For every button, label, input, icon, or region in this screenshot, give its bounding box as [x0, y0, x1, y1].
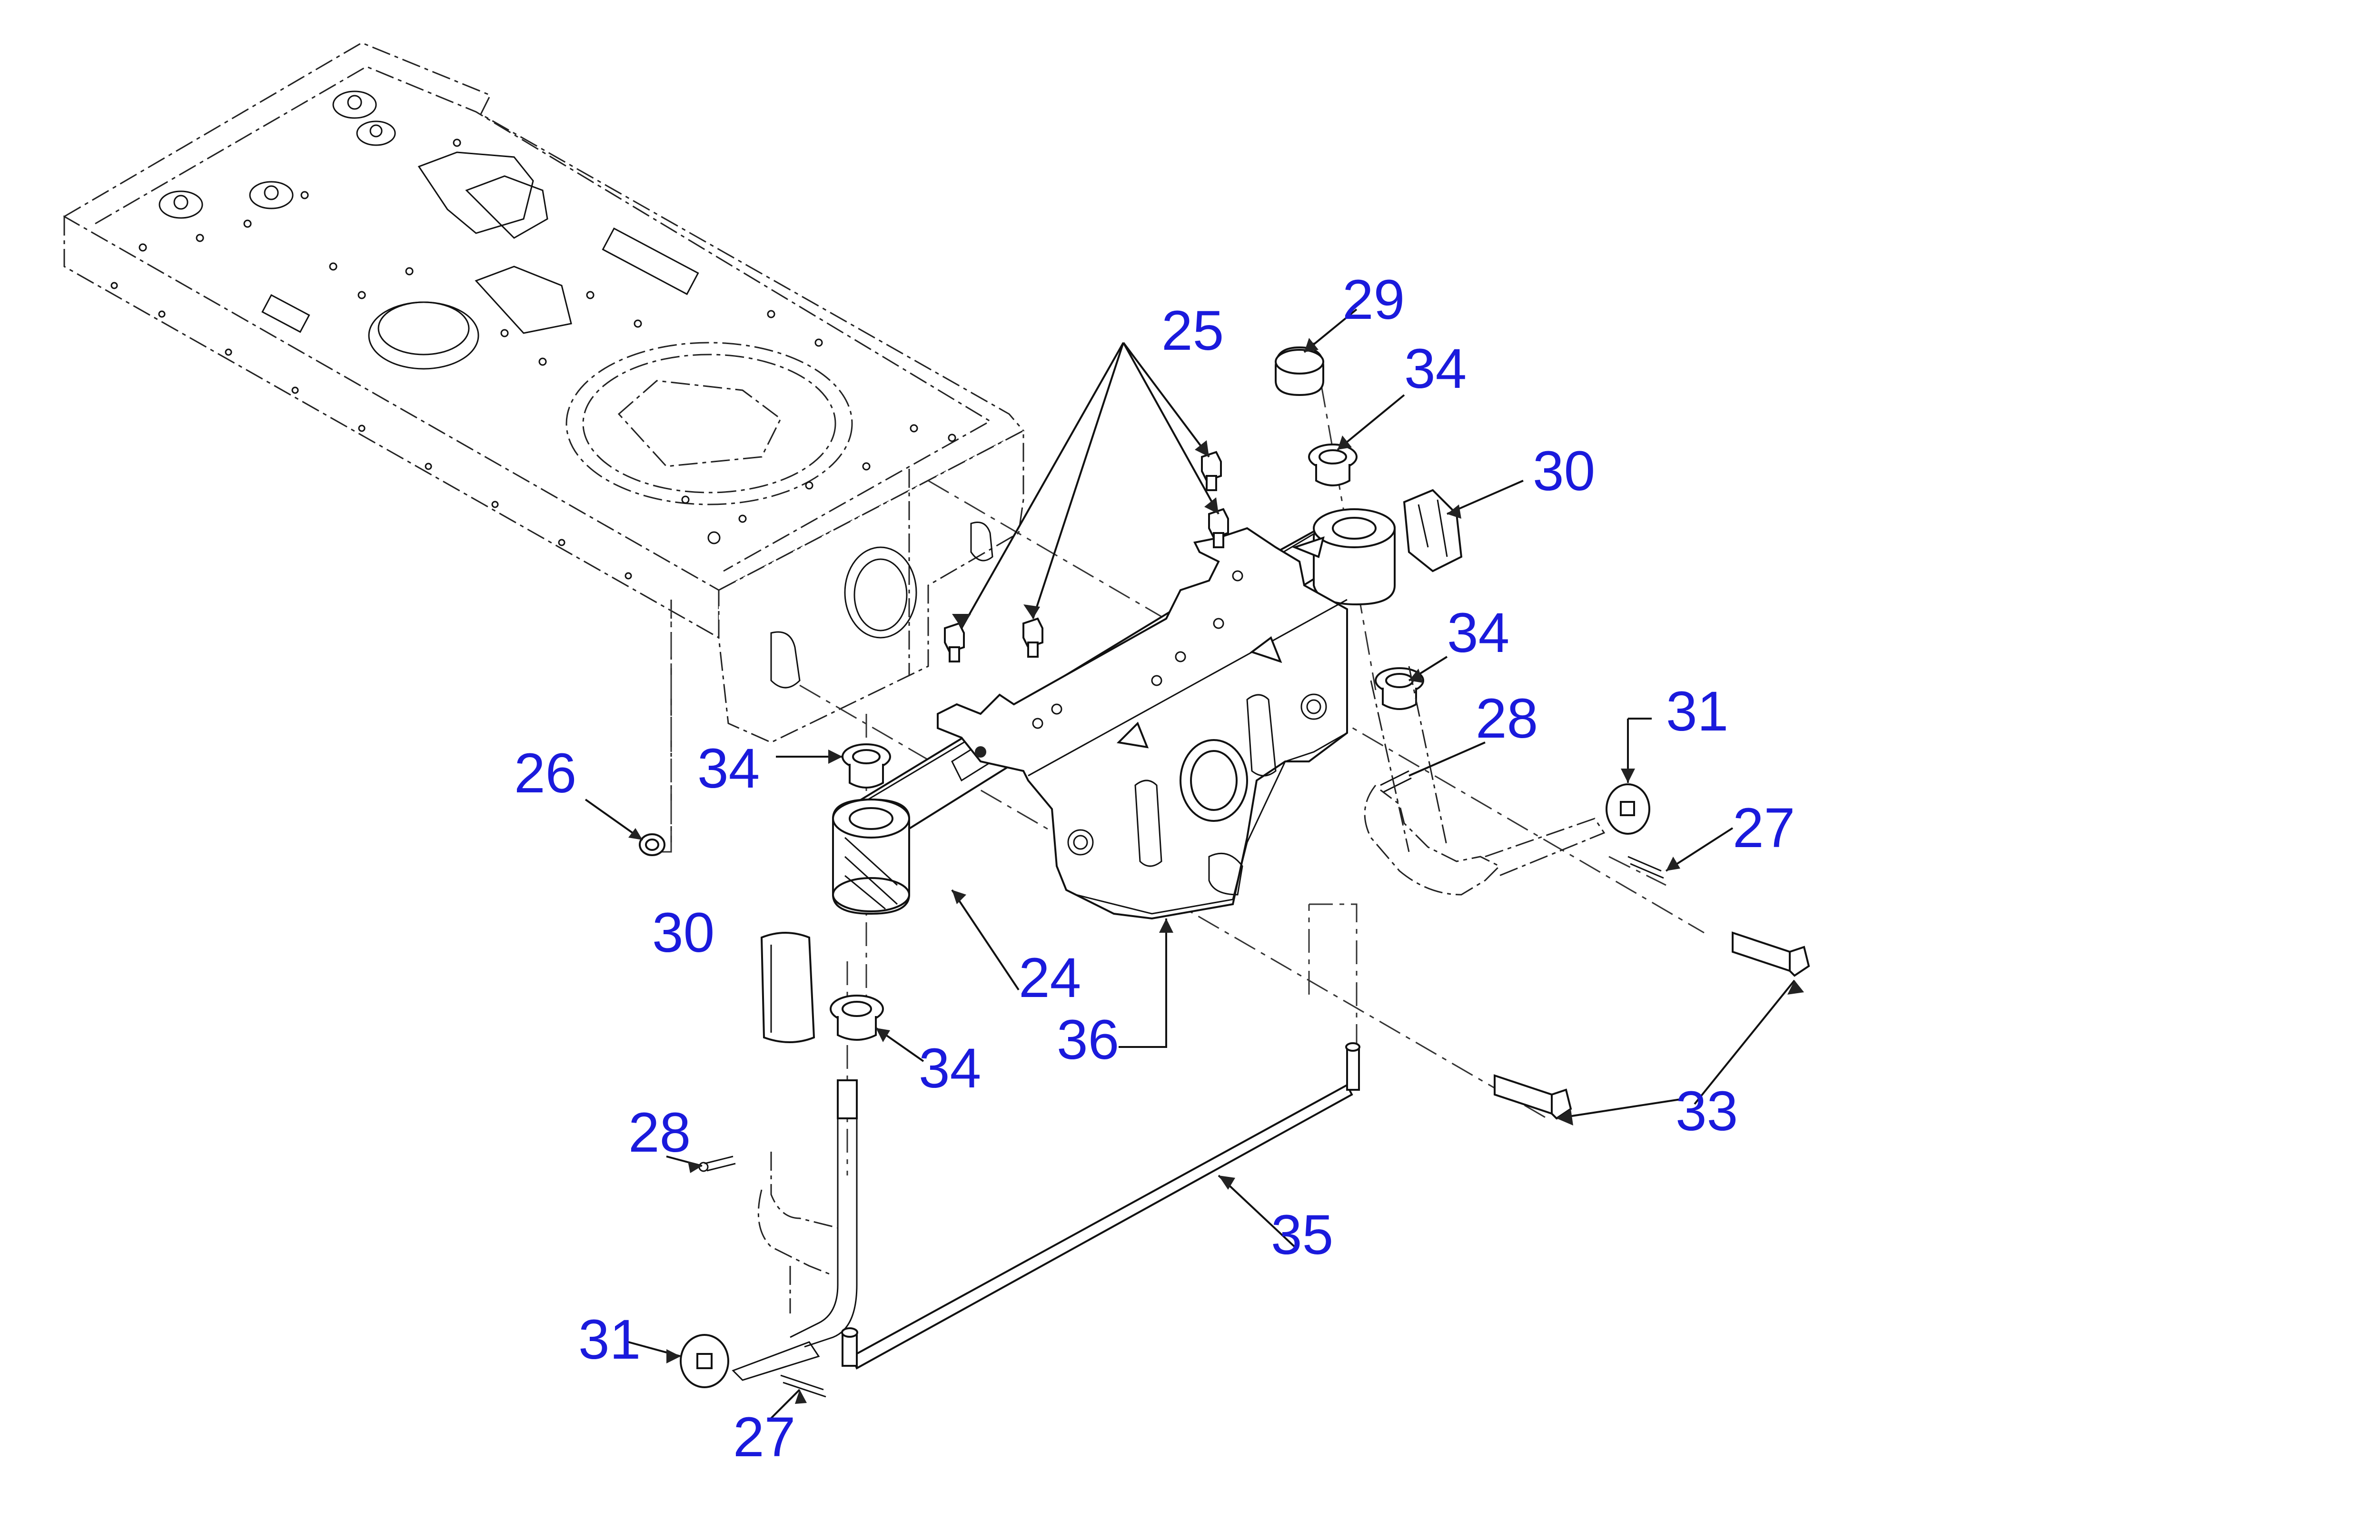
chassis-frame [63, 42, 1025, 852]
pin-right [1627, 856, 1664, 879]
callout-29: 29 [1342, 268, 1405, 331]
cotter-pin-left [698, 1155, 736, 1172]
arrowheads [628, 338, 1804, 1404]
callout-27-right: 27 [1733, 797, 1795, 859]
bushing-left-upper [842, 743, 891, 789]
callout-30-right: 30 [1533, 440, 1595, 503]
cotter-pin-right [1380, 770, 1412, 793]
callout-35: 35 [1271, 1204, 1333, 1266]
spindle-right [1364, 666, 1606, 896]
bolt-1 [944, 622, 965, 662]
washer-left [680, 1334, 729, 1388]
callout-30-left: 30 [652, 901, 714, 964]
callout-31-right: 31 [1666, 680, 1728, 743]
callout-33: 33 [1676, 1080, 1738, 1143]
bolt-4 [1208, 508, 1229, 548]
callout-36: 36 [1057, 1008, 1119, 1071]
tie-rod [841, 1042, 1360, 1370]
king-bolt-left [1494, 1074, 1572, 1120]
king-bolt-right [1732, 931, 1810, 977]
callout-28-right: 28 [1476, 687, 1538, 750]
callout-25: 25 [1161, 299, 1224, 362]
callout-labels: 25 29 34 30 34 28 31 27 26 34 30 24 36 3… [514, 268, 1795, 1469]
bolts [944, 451, 1229, 662]
callout-34-upper: 34 [1404, 337, 1467, 400]
callout-34-left-upper: 34 [697, 737, 760, 800]
sleeve-right [1403, 489, 1463, 573]
bushing-left-lower [830, 995, 884, 1041]
frame-holes [110, 138, 956, 580]
callout-34-mid: 34 [1447, 602, 1509, 664]
spindle-left [732, 1079, 858, 1381]
bushing-mid-right [1375, 667, 1424, 710]
callout-28-left: 28 [628, 1101, 691, 1164]
cap-29 [1275, 346, 1324, 396]
bolt-2 [1022, 617, 1043, 658]
callout-26: 26 [514, 742, 576, 805]
callout-27-left: 27 [733, 1406, 795, 1469]
bolt-3 [1201, 451, 1222, 491]
callout-34-left-lower: 34 [919, 1037, 981, 1100]
nut-26 [639, 833, 665, 856]
sleeve-left [760, 932, 815, 1043]
washer-right [1606, 783, 1650, 835]
pin-left [780, 1374, 826, 1398]
axle-bracket [937, 527, 1348, 920]
callout-24: 24 [1019, 947, 1081, 1009]
bushing-upper-right [1308, 444, 1358, 486]
callout-31-left: 31 [578, 1308, 641, 1371]
